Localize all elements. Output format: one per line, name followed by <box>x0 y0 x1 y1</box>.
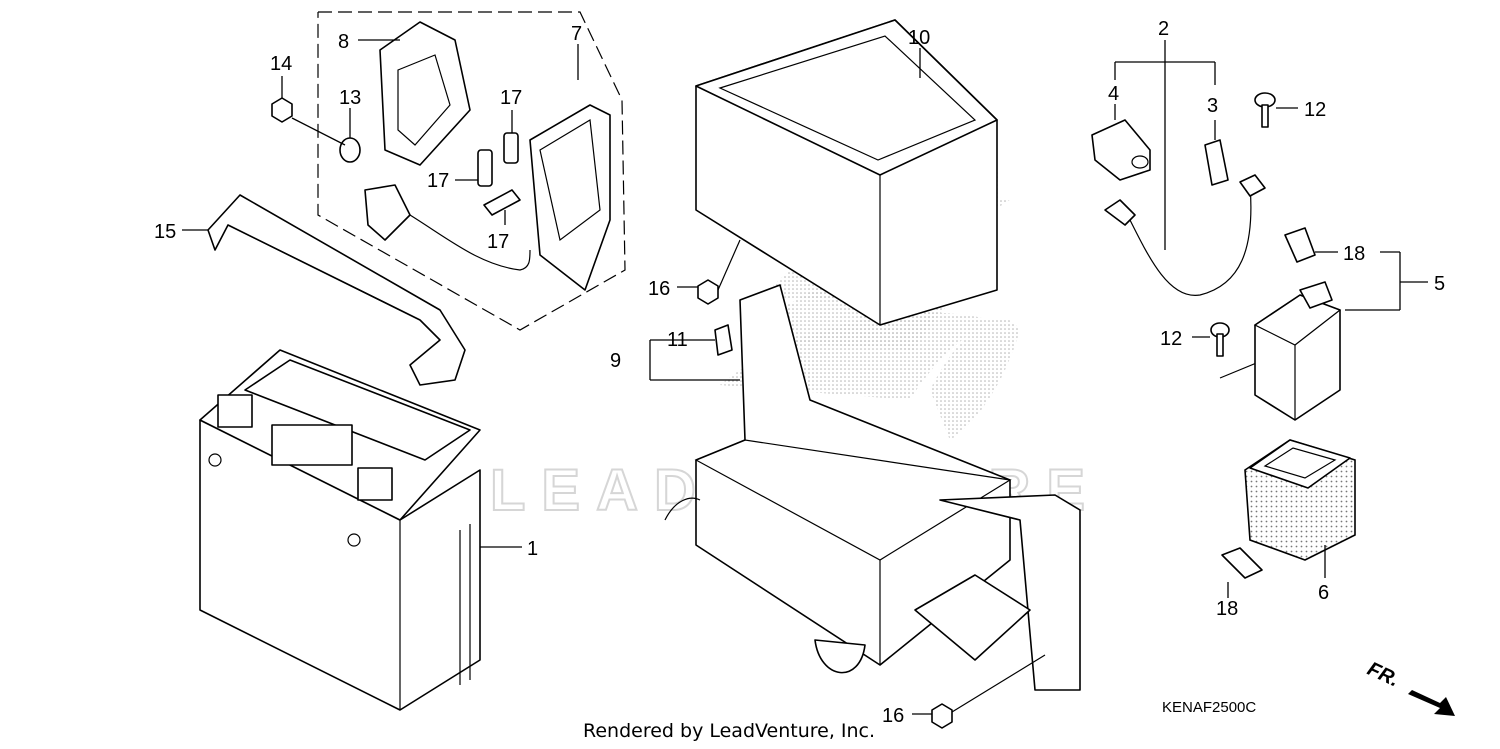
callout-11: 11 <box>667 329 688 351</box>
front-direction-arrow <box>1408 690 1455 716</box>
callout-8: 8 <box>338 31 349 53</box>
group-outline-7 <box>317 11 626 331</box>
callout-15: 15 <box>154 221 176 243</box>
fuse-part-18a <box>1284 227 1316 263</box>
cap-part-3 <box>1204 139 1229 186</box>
bolt-part-16a <box>697 239 741 305</box>
callout-12a: 12 <box>1304 99 1326 121</box>
callout-1: 1 <box>527 538 538 560</box>
callout-17c: 17 <box>487 231 509 253</box>
battery-part-1 <box>199 349 481 711</box>
front-direction-label: FR. <box>1364 658 1402 692</box>
cable-part-2 <box>1104 174 1266 296</box>
callout-16b: 16 <box>882 705 904 727</box>
holder-part-15 <box>207 194 466 386</box>
callout-18a: 18 <box>1343 243 1365 265</box>
relay-cover-part-6 <box>1244 439 1356 561</box>
bolt-part-12a <box>1254 92 1276 128</box>
nut-part-14 <box>271 97 293 123</box>
callout-9: 9 <box>610 350 621 372</box>
callout-16a: 16 <box>648 278 670 300</box>
leader-14b <box>291 117 346 146</box>
callout-5: 5 <box>1434 273 1445 295</box>
callout-4: 4 <box>1108 83 1119 105</box>
callout-7: 7 <box>571 23 582 45</box>
fuse-part-17 <box>477 132 521 216</box>
callout-17b: 17 <box>427 170 449 192</box>
callout-10: 10 <box>908 27 930 49</box>
bolt-part-16b <box>931 654 1046 729</box>
callout-12b: 12 <box>1160 328 1182 350</box>
relay-part-5 <box>1253 281 1342 421</box>
callout-17a: 17 <box>500 87 522 109</box>
callout-6: 6 <box>1318 582 1329 604</box>
grommet-part-11 <box>714 324 733 356</box>
battery-box-part-9 <box>664 284 1081 691</box>
fusebox-part-7 <box>364 104 611 291</box>
battery-case-part-10 <box>695 19 998 326</box>
terminal-cover-part-4 <box>1091 119 1151 181</box>
fuse-part-18b <box>1221 547 1263 579</box>
callout-3: 3 <box>1207 95 1218 117</box>
callout-18b: 18 <box>1216 598 1238 620</box>
collar-part-13 <box>339 137 361 163</box>
callout-14: 14 <box>270 53 292 75</box>
callout-13: 13 <box>339 87 361 109</box>
diagram-code: KENAF2500C <box>1162 699 1256 716</box>
cover-part-8 <box>379 21 471 166</box>
footer-credit: Rendered by LeadVenture, Inc. <box>583 720 875 742</box>
callout-2: 2 <box>1158 18 1169 40</box>
